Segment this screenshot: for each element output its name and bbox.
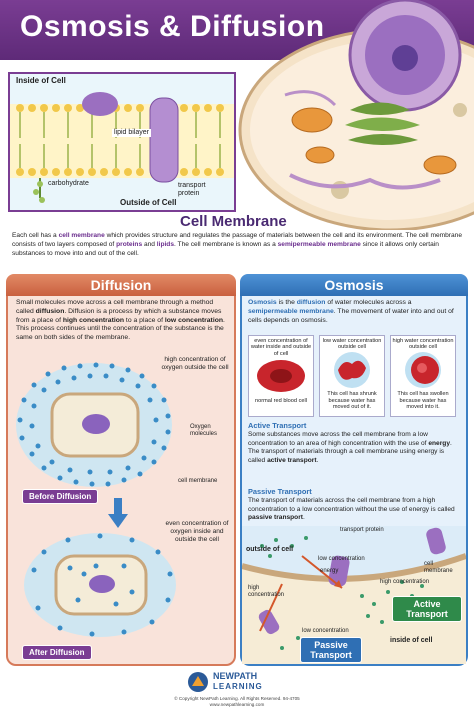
osmosis-box-swollen: high water concentration outside cell Th… (390, 335, 456, 417)
active-transport-paragraph: Some substances move across the cell mem… (248, 431, 452, 464)
outside-of-cell-label-transport: outside of cell (246, 546, 294, 553)
diffusion-paragraph: Small molecules move across a cell membr… (16, 299, 225, 342)
osmosis-box-shrunk: low water concentration outside cell Thi… (319, 335, 385, 417)
logo-mark-icon (188, 672, 208, 692)
high-concentration-label: high concentration of oxygen outside the… (161, 356, 229, 371)
active-transport-heading: Active Transport (248, 421, 307, 430)
lipid-bilayer-label: lipid bilayer (112, 129, 152, 138)
cell-membrane-title: Cell Membrane (180, 213, 287, 230)
red-blood-cell-shrunk (334, 351, 370, 388)
transport-diagram (242, 526, 466, 664)
cell-illustration (238, 0, 474, 230)
transport-protein-label: transport protein (178, 182, 206, 198)
membrane-inset: Inside of Cell lipid bilayer carbohydrat… (8, 72, 236, 212)
low-concentration-bottom-label: low concentration (302, 628, 349, 634)
before-diffusion-tag: Before Diffusion (22, 489, 99, 504)
after-diffusion-diagram (24, 533, 176, 637)
before-diffusion-diagram (16, 362, 172, 487)
red-blood-cell-swollen (405, 351, 441, 388)
down-arrow-icon (108, 498, 128, 528)
inside-of-cell-label-transport: inside of cell (390, 637, 433, 644)
carbohydrate-label: carbohydrate (48, 180, 89, 187)
high-concentration-right-label: high concentration (380, 579, 430, 585)
osmosis-paragraph: Osmosis is the diffusion of water molecu… (248, 299, 454, 324)
osmosis-title: Osmosis (324, 277, 384, 293)
even-concentration-label: even concentration of oxygen inside and … (165, 520, 229, 543)
oxygen-molecules-label: Oxygen molecules (190, 424, 218, 438)
box-swollen-footer: This cell has swollen because water has … (397, 391, 449, 411)
diffusion-title: Diffusion (90, 277, 152, 293)
diffusion-header (6, 274, 236, 296)
osmosis-box-normal: even concentration of water inside and o… (248, 335, 314, 417)
passive-transport-heading: Passive Transport (248, 487, 312, 496)
box-swollen-header: high water concentration outside cell (392, 338, 454, 351)
osmosis-header (240, 274, 468, 296)
outside-of-cell-label: Outside of Cell (120, 198, 177, 207)
box-normal-header: even concentration of water inside and o… (250, 338, 312, 357)
high-concentration-left-label: high concentration (248, 585, 285, 598)
low-concentration-label: low concentration (318, 556, 365, 562)
after-diffusion-tag: After Diffusion (22, 645, 92, 660)
website-link[interactable]: www.newpathlearning.com (209, 702, 265, 707)
red-blood-cell-normal (257, 360, 305, 393)
logo-bottom-text: LEARNING (213, 682, 263, 691)
page-title: Osmosis & Diffusion (20, 10, 325, 43)
cell-membrane-paragraph: Each cell has a cell membrane which prov… (12, 232, 462, 257)
copyright-text: © Copyright NewPath Learning. All Rights… (174, 696, 300, 701)
transport-protein-label-transport: transport protein (340, 527, 384, 533)
cell-membrane-label: cell membrane (178, 478, 218, 484)
box-shrunk-footer: This cell has shrunk because water has m… (327, 391, 377, 411)
inside-of-cell-label: Inside of Cell (16, 76, 66, 85)
active-transport-tag: Active Transport (392, 596, 462, 622)
box-normal-footer: normal red blood cell (255, 397, 307, 404)
box-shrunk-header: low water concentration outside cell (322, 338, 382, 351)
passive-transport-tag: Passive Transport (300, 637, 362, 663)
passive-transport-paragraph: The transport of materials across the ce… (248, 497, 455, 522)
cell-membrane-label-transport: cell membrane (424, 561, 453, 574)
logo-top-text: NEWPATH (213, 671, 258, 681)
newpath-logo: NEWPATH LEARNING (187, 670, 287, 694)
energy-label: energy (320, 568, 339, 574)
